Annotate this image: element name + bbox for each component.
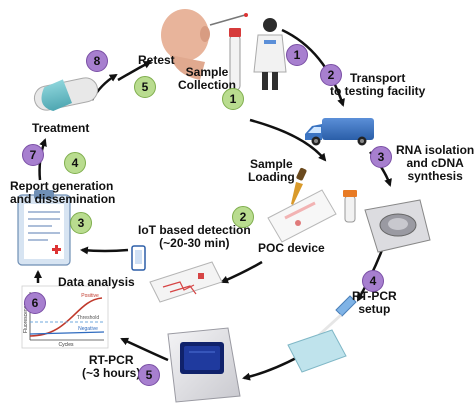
label-line: RT-PCR xyxy=(352,289,397,303)
negative-label: Negative xyxy=(78,326,98,332)
label-line: Collection xyxy=(178,78,237,92)
label-rtpcr: RT-PCR (~3 hours) xyxy=(82,354,140,380)
label-iot-detection: IoT based detection (~20-30 min) xyxy=(138,224,251,250)
iot-chip-icon xyxy=(149,261,223,303)
label-retest: Retest xyxy=(138,53,175,67)
label-rna-isolation: RNA isolation and cDNA synthesis xyxy=(396,144,474,183)
label-rtpcr-setup: RT-PCR setup xyxy=(352,290,397,316)
label-line: IoT based detection xyxy=(138,223,251,237)
arrow-iot-to-report xyxy=(80,246,129,255)
label-line: Sample xyxy=(185,65,229,79)
label-line: Report generation xyxy=(10,179,114,193)
label-line: and cDNA xyxy=(406,156,464,170)
step-badge-purple-3: 3 xyxy=(370,146,392,168)
arrow-rtpcr-to-analysis xyxy=(120,337,169,362)
label-data-analysis: Data analysis xyxy=(58,275,135,289)
label-sample-loading: Sample Loading xyxy=(248,158,295,184)
arrow-poc-to-iot xyxy=(220,260,263,284)
positive-label: Positive xyxy=(81,293,99,299)
step-badge-purple-7: 7 xyxy=(22,144,44,166)
label-line: synthesis xyxy=(407,169,463,183)
step-badge-green-5: 5 xyxy=(134,76,156,98)
label-report-generation: Report generation and dissemination xyxy=(10,180,115,206)
poc-cartridge-icon xyxy=(267,189,337,243)
step-badge-purple-1: 1 xyxy=(286,44,308,66)
label-line: RNA isolation xyxy=(396,143,474,157)
transport-van-icon xyxy=(305,118,374,146)
dropper-icon xyxy=(291,167,307,205)
y-axis-label: Fluorescence xyxy=(23,303,29,333)
pipette-icon xyxy=(318,295,357,336)
step-badge-green-2: 2 xyxy=(232,206,254,228)
arrow-retest-to-collection xyxy=(117,60,152,82)
medication-pill-icon xyxy=(33,77,99,112)
step-badge-purple-6: 6 xyxy=(24,292,46,314)
smartphone-icon xyxy=(131,245,146,271)
arrow-collection-to-transport xyxy=(281,28,345,107)
patient-head-icon xyxy=(161,9,248,80)
step-badge-green-1: 1 xyxy=(222,88,244,110)
label-line: (~3 hours) xyxy=(82,366,141,380)
label-treatment: Treatment xyxy=(32,121,90,135)
report-clipboard-icon xyxy=(17,190,71,266)
label-line: Sample xyxy=(249,157,293,171)
label-sample-collection: Sample Collection xyxy=(178,66,236,92)
step-badge-purple-8: 8 xyxy=(86,50,108,72)
step-badge-purple-4: 4 xyxy=(362,270,384,292)
health-worker-icon xyxy=(253,18,287,90)
step-badge-green-3: 3 xyxy=(70,212,92,234)
label-line: Loading xyxy=(248,170,295,184)
threshold-label: Threshold xyxy=(77,315,99,321)
label-line: (~20-30 min) xyxy=(159,236,230,250)
centrifuge-tube-icon xyxy=(343,190,357,223)
label-line: and dissemination xyxy=(10,192,116,206)
label-transport: Transport to testing facility xyxy=(330,72,425,98)
swab-tube-icon xyxy=(229,28,241,91)
label-line: Transport xyxy=(350,71,406,85)
step-badge-green-4: 4 xyxy=(64,152,86,174)
arrow-collection-to-loading xyxy=(249,118,327,162)
negative-curve xyxy=(29,331,105,335)
label-poc-device: POC device xyxy=(258,241,325,255)
centrifuge-machine-icon xyxy=(364,199,431,253)
x-axis-label: Cycles xyxy=(58,342,74,348)
arrow-setup-to-rtpcr xyxy=(242,354,301,381)
step-badge-purple-2: 2 xyxy=(320,64,342,86)
label-line: RT-PCR xyxy=(88,353,134,367)
positive-curve xyxy=(29,297,103,337)
label-line: to testing facility xyxy=(330,84,426,98)
rtpcr-machine-icon xyxy=(167,327,241,403)
step-badge-purple-5: 5 xyxy=(138,364,160,386)
pcr-plate-icon xyxy=(287,329,347,373)
label-line: setup xyxy=(358,302,391,316)
